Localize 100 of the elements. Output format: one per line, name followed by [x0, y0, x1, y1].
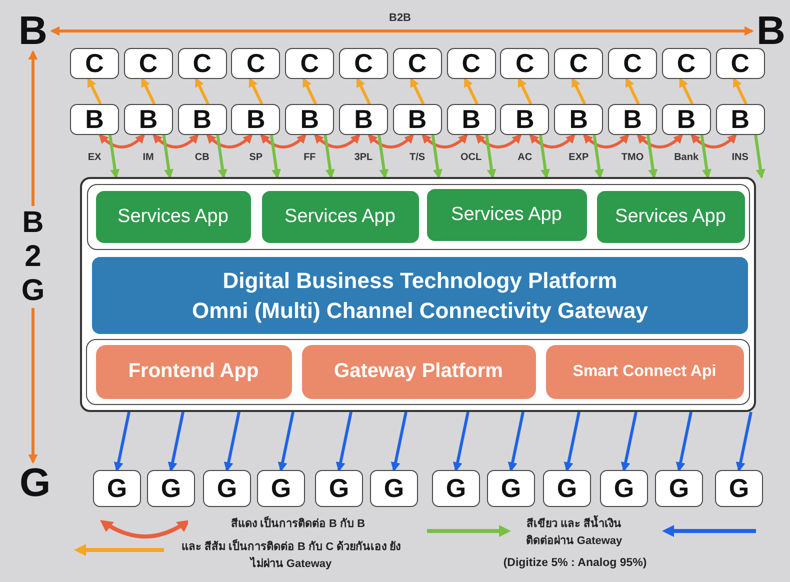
letter-box: C [554, 48, 604, 79]
arrow [410, 77, 425, 105]
arrow [270, 134, 282, 179]
business-type-label: Bank [673, 152, 700, 163]
arrow [690, 134, 737, 148]
letter-box: G [370, 470, 418, 507]
arrow [625, 77, 640, 105]
arrow [278, 412, 294, 472]
arrow [314, 134, 360, 148]
letter-box: B [392, 104, 442, 135]
arrow [98, 134, 146, 148]
letter-box: C [608, 48, 657, 79]
note-text: (Digitize 5% : Analog 95%) [502, 557, 648, 569]
arrow [485, 134, 496, 179]
letter-box: G [600, 470, 648, 507]
arrow [356, 77, 371, 105]
group-box [87, 184, 750, 250]
letter-box: C [70, 48, 119, 79]
letter-box: G [432, 470, 480, 507]
arrow [582, 134, 630, 148]
arrow [508, 412, 524, 472]
letter-box: B [178, 104, 227, 135]
letter-box: C [285, 48, 334, 79]
arrow [216, 134, 228, 179]
letter-box: C [124, 48, 173, 79]
business-type-label: 3PL [353, 152, 374, 163]
arrow [390, 412, 408, 472]
arrow [87, 77, 102, 105]
letter-box: G [315, 470, 363, 507]
letter-box: G [543, 470, 591, 507]
arrow [162, 134, 174, 179]
corner-letter: G [16, 462, 54, 504]
business-type-label: T/S [408, 152, 426, 163]
letter-box: B [339, 104, 388, 135]
arrow [732, 77, 748, 105]
app-box: Services App [426, 188, 586, 240]
arrow [260, 134, 307, 148]
arrow [538, 134, 550, 179]
arrow [336, 412, 352, 472]
arrow [571, 77, 586, 105]
business-type-label: AC [516, 152, 534, 163]
arrow [368, 134, 414, 148]
app-box: Smart Connect Api [546, 344, 744, 398]
letter-box: G [147, 470, 195, 507]
letter-box: B [716, 104, 765, 135]
business-type-label: TMO [620, 152, 645, 163]
letter-box: B [446, 104, 496, 135]
banner-subheading: Omni (Multi) Channel Connectivity Gateway [192, 296, 648, 325]
arrow [620, 412, 638, 472]
arrow [564, 412, 580, 472]
legend-text: สีเขียว และ สีน้ำเงิน ติดต่อผ่าน Gateway [515, 516, 633, 550]
arrow [464, 77, 478, 105]
letter-box: B [231, 104, 280, 135]
arrow [678, 77, 694, 105]
arrow [108, 134, 120, 179]
business-type-label: OCL [460, 152, 483, 163]
arrow [324, 134, 335, 179]
letter-box: C [392, 48, 442, 79]
letter-box: C [662, 48, 711, 79]
letter-box: C [231, 48, 280, 79]
business-type-label: IM [142, 152, 155, 163]
app-box: Gateway Platform [302, 344, 536, 398]
business-type-label: FF [302, 152, 317, 163]
banner-heading: Digital Business Technology Platform [222, 266, 618, 295]
letter-box: G [203, 470, 251, 507]
arrow [194, 77, 210, 105]
letter-box: B [70, 104, 119, 135]
letter-box: G [93, 470, 141, 507]
letter-box: B [500, 104, 550, 135]
business-type-label: EX [86, 152, 102, 163]
arrow [529, 134, 576, 148]
letter-box: C [446, 48, 496, 79]
arrow [206, 134, 253, 148]
banner-band [92, 257, 748, 334]
business-type-label: EXP [568, 152, 590, 163]
legend-text: และ สีส้ม เป็นการติดต่อ B กับ C ด้วยกันเอง ยังไม่ผ่าน Gateway [180, 539, 402, 572]
business-type-label: INS [730, 152, 750, 163]
arrow [636, 134, 684, 148]
legend-text: สีแดง เป็นการติดต่อ B กับ B [230, 516, 366, 532]
letter-box: C [178, 48, 227, 79]
arrow [518, 77, 532, 105]
group-box [86, 339, 750, 405]
letter-box: B [662, 104, 711, 135]
edge-label: B2G [21, 206, 45, 308]
arrow [700, 134, 712, 179]
arrow [676, 412, 692, 472]
app-box: Services App [596, 190, 744, 242]
arrow [152, 134, 199, 148]
app-box: Frontend App [96, 344, 292, 398]
business-type-label: CB [194, 152, 210, 163]
arrow [50, 26, 754, 36]
letter-box: C [339, 48, 388, 79]
letter-box: B [124, 104, 173, 135]
letter-box: B [285, 104, 334, 135]
arrow [452, 412, 470, 472]
arrow [736, 412, 752, 472]
letter-box: G [715, 470, 763, 507]
app-box: Services App [262, 190, 418, 242]
arrow [754, 134, 766, 179]
edge-label: B2B [387, 12, 414, 24]
